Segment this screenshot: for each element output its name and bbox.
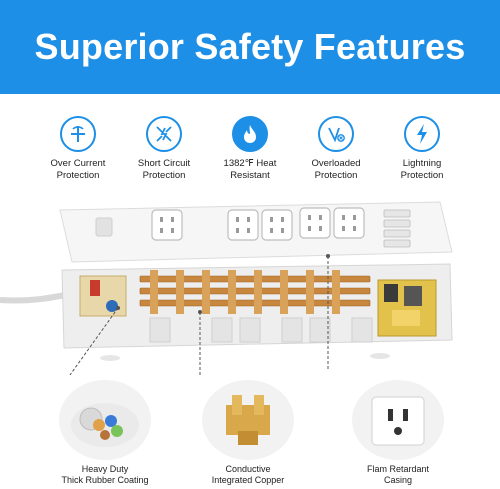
flame-icon	[232, 116, 268, 152]
feature-heat-resistant: 1382℉ Heat Resistant	[200, 110, 300, 182]
usb-ports	[383, 209, 411, 248]
detail-caption-line1: Conductive	[225, 464, 271, 474]
detail-casing: Flam Retardant Casing	[328, 380, 468, 486]
breaker-component	[90, 280, 100, 296]
circuit-board-left	[79, 275, 127, 317]
detail-caption-line2: Thick Rubber Coating	[61, 475, 149, 485]
feature-label-line2: Protection	[400, 170, 444, 181]
detail-caption-line2: Integrated Copper	[211, 475, 285, 485]
pcb-module	[392, 310, 420, 326]
outlet-slots	[160, 215, 356, 233]
feature-row: Over Current Protection Short Circuit Pr…	[0, 110, 500, 190]
power-switch	[95, 217, 113, 237]
page-title: Superior Safety Features	[34, 26, 466, 67]
transformer	[404, 286, 422, 306]
detail-copper: Conductive Integrated Copper	[178, 380, 318, 486]
outlet	[299, 207, 331, 239]
callout-line	[69, 307, 119, 376]
header-banner: Superior Safety Features	[0, 0, 500, 94]
feature-label-line2: Protection	[142, 170, 186, 181]
power-cord	[0, 291, 71, 304]
feature-label-line2: Protection	[314, 170, 358, 181]
feature-over-current: Over Current Protection	[28, 110, 128, 182]
power-strip-drawing	[0, 201, 453, 376]
short-circuit-icon	[146, 116, 182, 152]
rubber-cable-icon	[59, 380, 151, 460]
capacitor	[384, 284, 398, 302]
detail-caption-line2: Casing	[383, 475, 412, 485]
outlet	[227, 209, 259, 241]
outlet-casing-icon	[352, 380, 444, 460]
feature-label-line1: Lightning	[402, 158, 442, 169]
lightning-icon	[404, 116, 440, 152]
feature-lightning: Lightning Protection	[372, 110, 472, 182]
detail-caption-line1: Heavy Duty	[81, 464, 129, 474]
feature-label-line2: Resistant	[230, 170, 270, 181]
power-strip-illustration	[0, 190, 500, 376]
outlet	[151, 209, 183, 241]
outlet-group	[151, 207, 365, 241]
feature-label-line2: Protection	[56, 170, 100, 181]
feature-label-line1: Over Current	[50, 158, 106, 169]
feature-label-line1: Overloaded	[311, 158, 361, 169]
outlet	[333, 207, 365, 239]
feature-label-line1: Short Circuit	[137, 158, 191, 169]
detail-rubber-coating: Heavy Duty Thick Rubber Coating	[35, 380, 175, 486]
copper-contact-icon	[202, 380, 294, 460]
coil-component	[106, 300, 118, 312]
overload-icon	[318, 116, 354, 152]
strip-feet	[100, 353, 390, 361]
feature-overloaded: Overloaded Protection	[286, 110, 386, 182]
copper-contacts	[150, 270, 340, 314]
feature-label-line1: 1382℉ Heat	[223, 158, 277, 169]
over-current-icon	[60, 116, 96, 152]
bottom-sockets	[149, 317, 373, 343]
feature-short-circuit: Short Circuit Protection	[114, 110, 214, 182]
outlet	[261, 209, 293, 241]
detail-caption-line1: Flam Retardant	[366, 464, 430, 474]
